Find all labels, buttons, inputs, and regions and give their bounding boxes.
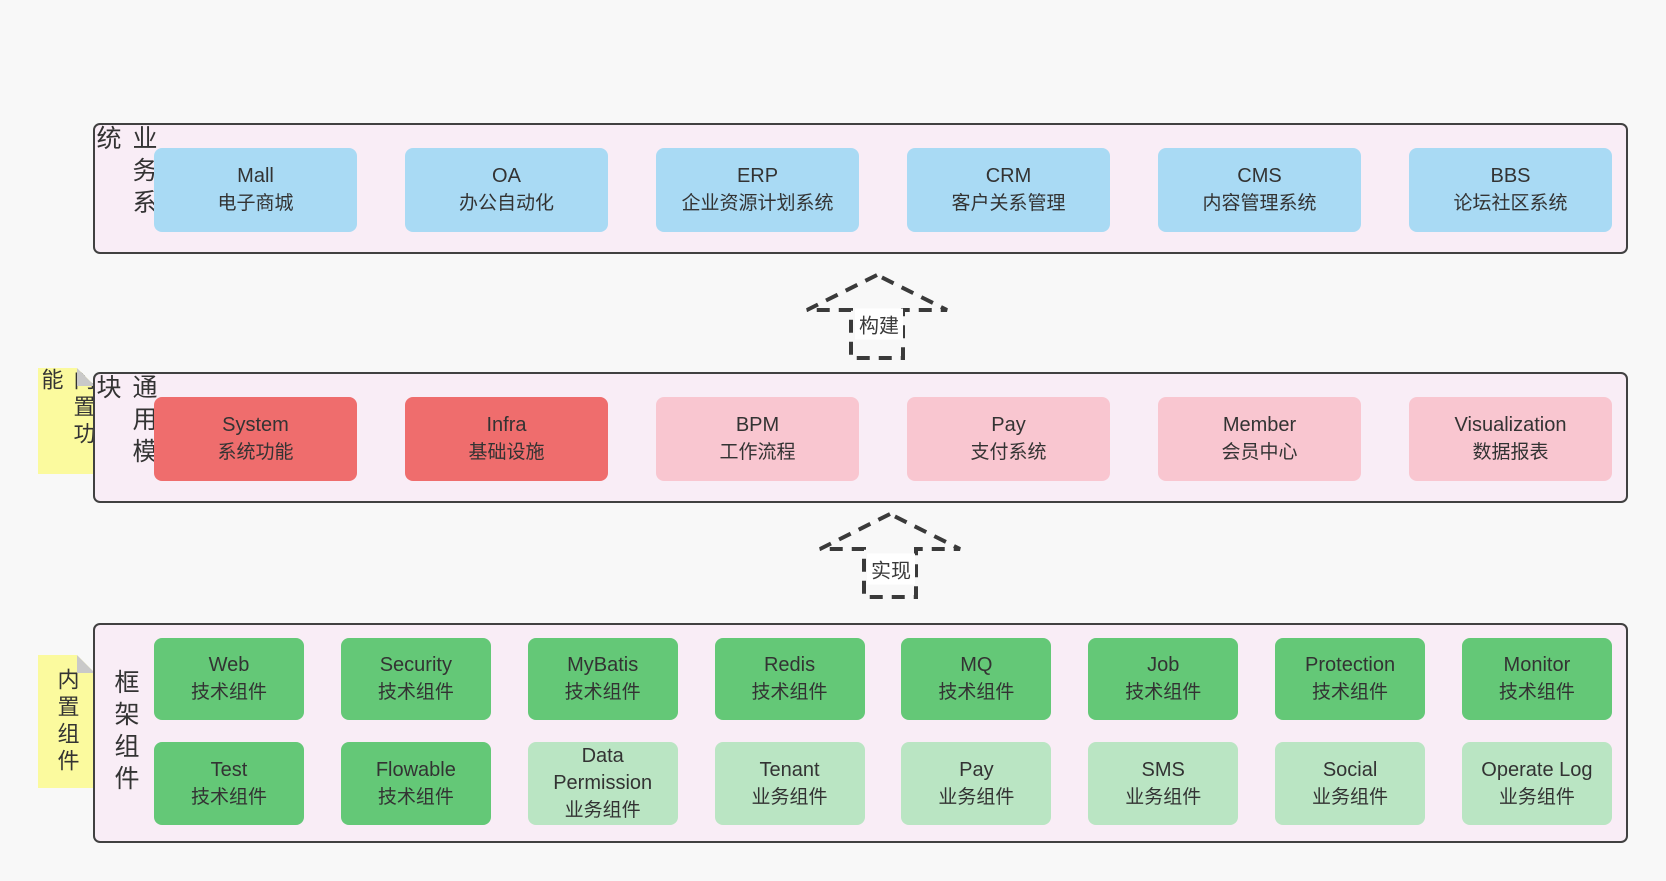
box-job-title: Job [1147, 654, 1180, 676]
box-security-subtitle: 技术组件 [377, 682, 454, 703]
box-system: System 系统功能 [154, 397, 357, 481]
box-protection-subtitle: 技术组件 [1312, 682, 1389, 703]
box-system-title: System [222, 414, 289, 436]
box-test: Test 技术组件 [154, 742, 304, 825]
box-monitor: Monitor 技术组件 [1461, 638, 1612, 720]
box-redis-title: Redis [763, 654, 816, 676]
box-flowable: Flowable 技术组件 [340, 742, 491, 825]
box-crm-title: CRM [985, 165, 1032, 187]
arrow-build-label: 构建 [855, 308, 903, 340]
box-crm: CRM 客户关系管理 [907, 148, 1110, 232]
common-modules-row: System 系统功能 Infra 基础设施 BPM 工作流程 Pay 支付系统… [154, 397, 1612, 481]
layer-framework-components: 框架组件 Web 技术组件 Security 技术组件 MyBatis 技术组件… [93, 623, 1628, 843]
box-member-subtitle: 会员中心 [1221, 442, 1298, 463]
box-social-subtitle: 业务组件 [1312, 786, 1389, 808]
box-bpm-title: BPM [735, 414, 780, 436]
box-oa: OA 办公自动化 [405, 148, 608, 232]
box-tenant-title: Tenant [759, 758, 820, 781]
box-flowable-title: Flowable [375, 758, 456, 781]
box-mall-title: Mall [237, 165, 274, 187]
note-built-in-components: 内置组件 [38, 655, 95, 788]
box-cms: CMS 内容管理系统 [1158, 148, 1361, 232]
box-flowable-subtitle: 技术组件 [377, 786, 454, 808]
box-visualization-title: Visualization [1454, 414, 1567, 436]
box-erp-subtitle: 企业资源计划系统 [681, 193, 834, 214]
box-test-subtitle: 技术组件 [190, 786, 267, 808]
box-web-title: Web [208, 654, 250, 676]
box-mq-title: MQ [960, 654, 993, 676]
box-bbs-title: BBS [1490, 165, 1531, 187]
box-bpm-subtitle: 工作流程 [719, 442, 796, 463]
box-bbs: BBS 论坛社区系统 [1409, 148, 1612, 232]
arrow-implement-label: 实现 [867, 553, 915, 585]
box-system-subtitle: 系统功能 [217, 442, 294, 463]
box-protection-title: Protection [1305, 654, 1396, 676]
box-visualization-subtitle: 数据报表 [1472, 442, 1549, 463]
layer-common-modules-label: 通用模块 [93, 374, 157, 470]
business-systems-row: Mall 电子商城 OA 办公自动化 ERP 企业资源计划系统 CRM 客户关系… [154, 148, 1612, 232]
box-tenant: Tenant 业务组件 [714, 742, 865, 825]
box-operate-log: Operate Log 业务组件 [1461, 742, 1612, 825]
layer-common-modules: 通用模块 System 系统功能 Infra 基础设施 BPM 工作流程 Pay… [93, 372, 1628, 503]
box-pay-module-subtitle: 支付系统 [970, 442, 1047, 463]
layer-business-systems: 业务系统 Mall 电子商城 OA 办公自动化 ERP 企业资源计划系统 CRM… [93, 123, 1628, 254]
box-mybatis-title: MyBatis [567, 654, 639, 676]
box-tenant-subtitle: 业务组件 [751, 786, 828, 808]
box-social-title: Social [1322, 758, 1378, 781]
note-built-in-features: 内置功能 [38, 368, 95, 474]
box-mall-subtitle: 电子商城 [217, 193, 294, 214]
box-operate-log-title: Operate Log [1481, 758, 1593, 781]
box-mybatis: MyBatis 技术组件 [527, 638, 678, 720]
box-mq-subtitle: 技术组件 [938, 682, 1015, 703]
box-redis-subtitle: 技术组件 [751, 682, 828, 703]
box-protection: Protection 技术组件 [1275, 638, 1426, 720]
box-cms-subtitle: 内容管理系统 [1202, 193, 1317, 214]
box-test-title: Test [210, 758, 248, 781]
box-bpm: BPM 工作流程 [656, 397, 859, 481]
box-social: Social 业务组件 [1275, 742, 1426, 825]
box-member-title: Member [1222, 414, 1297, 436]
box-erp-title: ERP [736, 165, 779, 187]
layer-business-systems-label: 业务系统 [93, 125, 157, 221]
box-erp: ERP 企业资源计划系统 [656, 148, 859, 232]
box-operate-log-subtitle: 业务组件 [1498, 786, 1575, 808]
box-job: Job 技术组件 [1088, 638, 1239, 720]
box-mybatis-subtitle: 技术组件 [564, 682, 641, 703]
box-data-permission-subtitle: 业务组件 [564, 800, 641, 821]
box-job-subtitle: 技术组件 [1125, 682, 1202, 703]
box-mq: MQ 技术组件 [901, 638, 1052, 720]
box-data-permission: Data Permission 业务组件 [527, 742, 678, 825]
box-security-title: Security [379, 654, 452, 676]
box-infra-subtitle: 基础设施 [468, 442, 545, 463]
box-security: Security 技术组件 [340, 638, 491, 720]
framework-components-row-2: Test 技术组件 Flowable 技术组件 Data Permission … [154, 742, 1612, 825]
box-oa-subtitle: 办公自动化 [458, 193, 554, 214]
box-infra-title: Infra [486, 414, 527, 436]
box-pay-component: Pay 业务组件 [901, 742, 1052, 825]
box-pay-component-title: Pay [959, 758, 994, 781]
note-built-in-components-text: 内置组件 [54, 667, 80, 776]
box-cms-title: CMS [1237, 165, 1282, 187]
box-sms-title: SMS [1141, 758, 1185, 781]
box-pay-component-subtitle: 业务组件 [938, 786, 1015, 808]
box-visualization: Visualization 数据报表 [1409, 397, 1612, 481]
box-bbs-subtitle: 论坛社区系统 [1453, 193, 1568, 214]
box-member: Member 会员中心 [1158, 397, 1361, 481]
box-monitor-title: Monitor [1503, 654, 1571, 676]
box-oa-title: OA [492, 165, 521, 187]
box-web: Web 技术组件 [154, 638, 304, 720]
framework-components-row-1: Web 技术组件 Security 技术组件 MyBatis 技术组件 Redi… [154, 638, 1612, 720]
box-redis: Redis 技术组件 [714, 638, 865, 720]
box-mall: Mall 电子商城 [154, 148, 357, 232]
box-pay-module-title: Pay [991, 414, 1026, 436]
box-web-subtitle: 技术组件 [190, 682, 267, 703]
box-pay-module: Pay 支付系统 [907, 397, 1110, 481]
box-sms-subtitle: 业务组件 [1125, 786, 1202, 808]
layer-framework-components-label: 框架组件 [111, 669, 139, 797]
box-infra: Infra 基础设施 [405, 397, 608, 481]
box-monitor-subtitle: 技术组件 [1498, 682, 1575, 703]
box-sms: SMS 业务组件 [1088, 742, 1239, 825]
box-crm-subtitle: 客户关系管理 [951, 193, 1066, 214]
box-data-permission-title: Data Permission [553, 745, 653, 794]
